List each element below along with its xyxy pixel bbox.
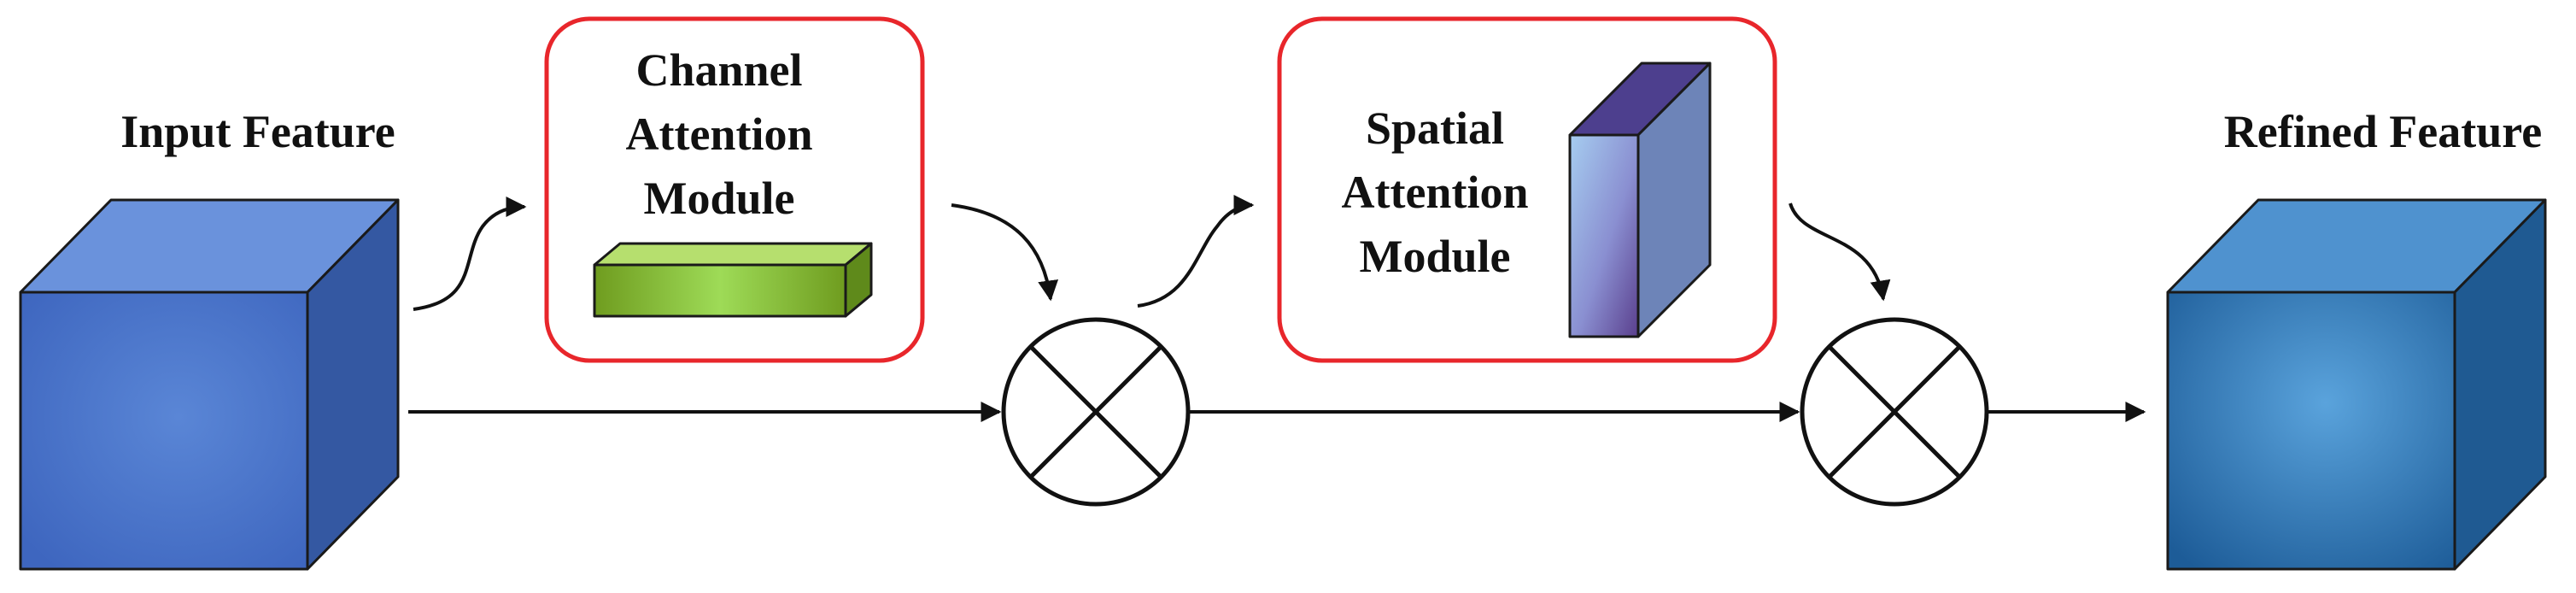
spatial-attention-label-line3: Module xyxy=(1359,231,1510,282)
multiply-operator-2 xyxy=(1800,317,1989,507)
spatial-attention-module: Spatial Attention Module xyxy=(1277,16,1777,363)
refined-feature-cube xyxy=(2166,198,2547,571)
arrow-spatial-attention-to-multiply-2 xyxy=(1789,203,1891,302)
multiply-operator-1 xyxy=(1001,317,1191,507)
channel-attention-module: Channel Attention Module xyxy=(544,16,925,363)
channel-attention-label-line1: Channel xyxy=(635,44,802,96)
spatial-attention-label-line1: Spatial xyxy=(1366,103,1504,154)
input-feature-label: Input Feature xyxy=(120,106,395,157)
channel-attention-map-bar xyxy=(593,242,873,318)
arrow-input-to-channel-attention xyxy=(413,197,527,311)
channel-attention-label-line2: Attention xyxy=(626,109,813,160)
arrow-channel-attention-to-multiply-1 xyxy=(951,203,1059,302)
spatial-attention-label-line2: Attention xyxy=(1342,167,1529,218)
arrow-multiply-1-to-spatial-attention xyxy=(1137,195,1255,308)
input-feature-cube xyxy=(19,198,400,571)
refined-feature-label: Refined Feature xyxy=(2224,106,2542,157)
channel-attention-label-line3: Module xyxy=(643,173,794,224)
spatial-attention-map-slab xyxy=(1568,62,1712,338)
